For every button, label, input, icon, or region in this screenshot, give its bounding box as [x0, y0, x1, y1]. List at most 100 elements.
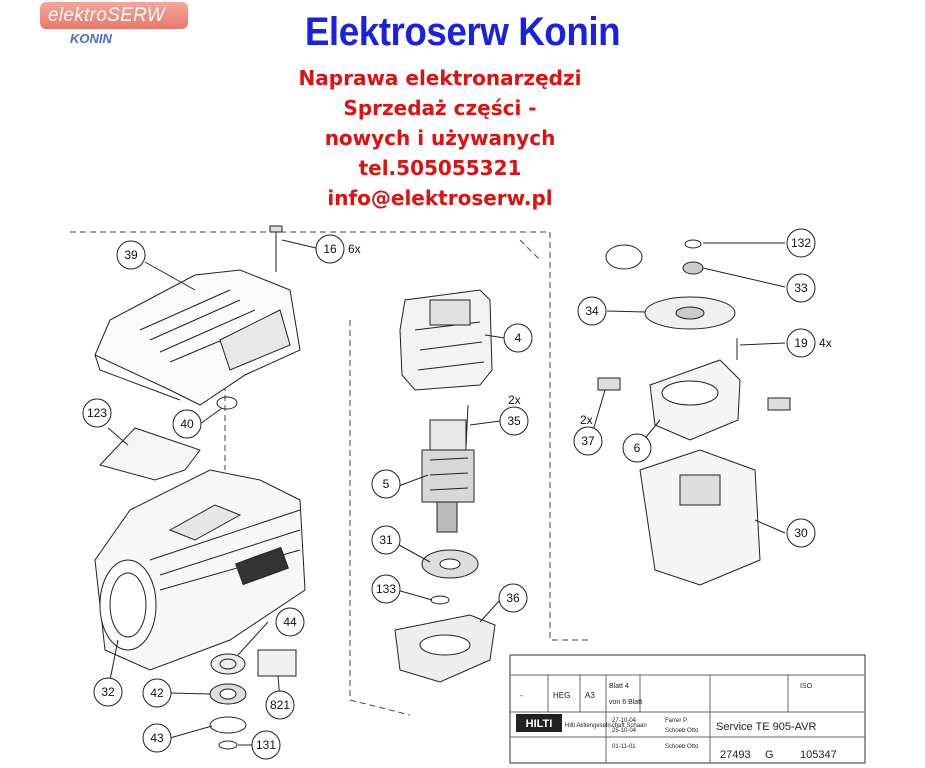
svg-text:6: 6: [634, 441, 641, 455]
callout-34: [577, 296, 607, 326]
svg-text:Schoeb Otto: Schoeb Otto: [665, 728, 699, 734]
callout-36: [498, 583, 528, 613]
svg-text:5: 5: [383, 477, 390, 491]
svg-text:132: 132: [791, 236, 811, 250]
svg-text:Farrer P.: Farrer P.: [665, 718, 688, 724]
part-6-brush-ring: [649, 359, 741, 441]
callout-44: [275, 607, 305, 637]
service-line-1: Naprawa elektronarzędzi: [298, 66, 582, 90]
shop-logo-subtext: KONIN: [70, 31, 112, 46]
part-32-housing: [94, 469, 306, 671]
blatt-value: Blatt 4: [609, 683, 629, 690]
svg-text:131: 131: [256, 738, 276, 752]
svg-text:35: 35: [507, 414, 521, 428]
shop-logo-text: elektroSERW: [48, 5, 165, 26]
callout-40: [172, 409, 202, 439]
svg-text:36: 36: [506, 591, 520, 605]
shop-logo-badge: [40, 2, 188, 29]
part-31-fan: [421, 549, 479, 579]
svg-text:123: 123: [87, 406, 107, 420]
von-value: von 6 Blatt: [609, 699, 642, 706]
hm-value: HEG: [553, 691, 570, 700]
svg-text:31: 31: [379, 533, 393, 547]
drawing-title-block: HILTI Hilti Aktiengesellschaft Schaan - …: [509, 654, 866, 764]
page-title: Elektroserw Konin: [304, 10, 621, 54]
email-address: info@elektroserw.pl: [327, 186, 553, 210]
callout-133: [371, 574, 401, 604]
part-44-bearing: [210, 653, 246, 675]
svg-text:34: 34: [585, 304, 599, 318]
part-36-air-guide: [394, 614, 496, 683]
part-43-ring: [209, 716, 247, 734]
svg-text:43: 43: [150, 731, 164, 745]
part-30-motor-housing: [639, 449, 761, 586]
part-821-insert: [257, 649, 297, 677]
callout-6: [622, 433, 652, 463]
svg-text:39: 39: [124, 248, 138, 262]
phone-number: tel.505055321: [358, 156, 522, 180]
part-133-ring: [430, 595, 450, 605]
callout-132: [786, 228, 816, 258]
svg-text:2x: 2x: [508, 393, 521, 407]
svg-text:01-11-01: 01-11-01: [612, 744, 636, 750]
svg-text:Schoeb Otto: Schoeb Otto: [665, 744, 699, 750]
service-line-3: nowych i używanych: [324, 126, 556, 150]
callout-4: [503, 323, 533, 353]
callout-19: [786, 328, 816, 358]
part-132-ring: [605, 239, 702, 270]
part-39-cover: [94, 269, 301, 406]
callout-31: [371, 525, 401, 555]
revision: G: [765, 749, 774, 761]
service-line-2: Sprzedaż części -: [343, 96, 537, 120]
svg-text:133: 133: [376, 582, 396, 596]
callout-123: [82, 398, 112, 428]
svg-text:44: 44: [283, 615, 297, 629]
callout-33: [786, 273, 816, 303]
company-name: Hilti Aktiengesellschaft Schaan: [565, 723, 647, 729]
designation: Service TE 905-AVR: [716, 721, 817, 733]
svg-text:4: 4: [515, 331, 522, 345]
callout-32: [93, 677, 123, 707]
part-34-fan-plate: [644, 296, 736, 330]
callout-821: [265, 690, 295, 720]
svg-text:25-10-04: 25-10-04: [612, 728, 637, 734]
part-5-armature: [421, 419, 475, 533]
svg-text:ISO: ISO: [800, 683, 813, 690]
part-number: 105347: [800, 749, 837, 761]
callout-5: [371, 469, 401, 499]
svg-text:4x: 4x: [819, 336, 832, 350]
svg-text:16: 16: [323, 242, 337, 256]
svg-text:27-10-04: 27-10-04: [612, 718, 637, 724]
svg-text:19: 19: [794, 336, 808, 350]
callout-30: [786, 518, 816, 548]
part-37-carbon-brushes: [597, 377, 791, 411]
svg-text:30: 30: [794, 526, 808, 540]
part-40-oring: [216, 396, 238, 410]
drawing-number: 27493: [720, 749, 751, 761]
callout-37: [573, 426, 603, 456]
part-131-circlip: [218, 740, 238, 750]
svg-text:6x: 6x: [348, 242, 361, 256]
callout-43: [142, 723, 172, 753]
svg-text:33: 33: [794, 281, 808, 295]
part-4-stator: [399, 289, 493, 391]
callout-39: [116, 240, 146, 270]
callout-badges: 39 16 6x 40 123 32 44 42 821 43 131 4 35…: [82, 228, 832, 760]
svg-text:821: 821: [270, 698, 290, 712]
format-value: A3: [585, 691, 595, 700]
callout-42: [142, 678, 172, 708]
part-16-screw: [269, 225, 283, 272]
svg-text:32: 32: [101, 685, 115, 699]
part-123-plate: [99, 427, 201, 481]
svg-text:42: 42: [150, 686, 164, 700]
part-33-bearing: [682, 261, 704, 275]
svg-text:2x: 2x: [580, 413, 593, 427]
hilti-brand: HILTI: [526, 718, 553, 730]
massstab-value: -: [520, 691, 523, 700]
callout-16: [315, 234, 345, 264]
part-42-bearing: [209, 683, 247, 705]
svg-text:37: 37: [581, 434, 595, 448]
svg-text:40: 40: [180, 417, 194, 431]
callout-35: [499, 406, 529, 436]
